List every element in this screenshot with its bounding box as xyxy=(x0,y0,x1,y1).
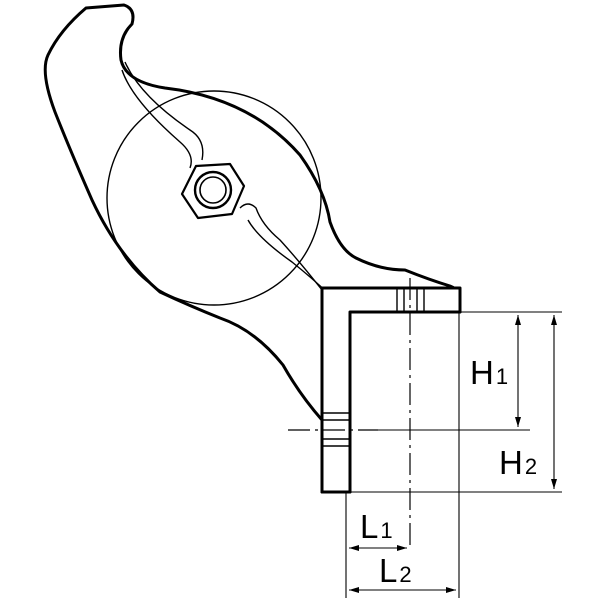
roller-circle xyxy=(106,90,322,306)
h2-label: H2 xyxy=(499,444,537,481)
l-bracket xyxy=(320,286,462,494)
lever-arm-inner xyxy=(124,61,204,161)
hex-nut xyxy=(180,162,246,220)
nut-bore-inner xyxy=(199,176,227,204)
l1-label: L1 xyxy=(360,508,393,545)
lever-arm-inner-lower xyxy=(247,219,331,296)
nut-bore-outer xyxy=(193,170,233,210)
clamp-body-outline xyxy=(43,3,462,494)
h1-label: H1 xyxy=(470,354,508,391)
lever-arm-lower xyxy=(239,203,323,291)
l2-label: L2 xyxy=(379,552,412,589)
lever-arm-upper xyxy=(121,69,192,169)
